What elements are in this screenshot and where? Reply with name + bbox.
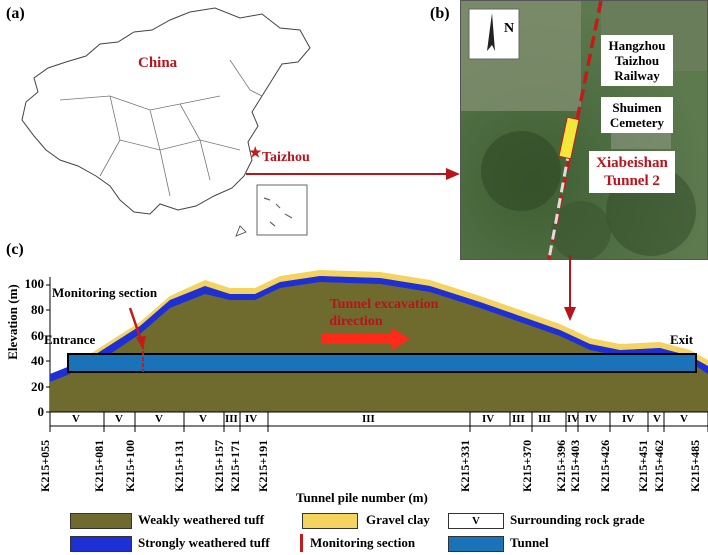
- panel-label-b: (b): [430, 5, 450, 22]
- rock-grade-dividers: [103, 412, 665, 426]
- rock-grade-3: V: [199, 413, 207, 425]
- pile-label-5: K215+171: [228, 439, 242, 492]
- tunnel-body: [67, 353, 697, 373]
- legend-label-tunnel: Tunnel: [510, 535, 549, 550]
- y-tick-60: 60: [31, 328, 44, 343]
- monitoring-section-label: Monitoring section: [52, 285, 158, 300]
- y-ticks: [46, 284, 50, 413]
- rock-grade-6: III: [362, 413, 375, 425]
- legend-swatch-grade: V: [448, 513, 504, 529]
- geological-profile: [46, 270, 708, 432]
- legend-label-grade: Surrounding rock grade: [510, 512, 645, 527]
- cemetery-label: Shuimen Cemetery: [601, 97, 673, 133]
- rock-grade-2: V: [155, 413, 163, 425]
- north-label: N: [504, 21, 515, 36]
- pile-label-12: K215+451: [636, 439, 650, 492]
- pile-label-9: K215+396: [554, 439, 568, 492]
- rock-grade-12: IV: [622, 413, 635, 425]
- china-map-panel: ★ China Taizhou: [0, 0, 330, 250]
- pile-label-8: K215+370: [520, 439, 534, 492]
- china-map-outline: ★: [21, 7, 311, 237]
- pile-label-3: K215+131: [172, 439, 186, 492]
- legend-swatch-gravel: [302, 513, 358, 529]
- taizhou-label: Taizhou: [262, 150, 310, 165]
- railway-label: Hangzhou Taizhou Railway: [601, 35, 673, 86]
- rock-grade-4: III: [225, 413, 238, 425]
- y-tick-0: 0: [37, 404, 45, 419]
- y-tick-80: 80: [31, 302, 44, 317]
- panel-label-a: (a): [6, 5, 25, 22]
- rock-grade-13: V: [653, 413, 661, 425]
- legend-swatch-monitoring: [300, 534, 303, 552]
- rock-grade-10: IV: [567, 413, 580, 425]
- y-tick-100: 100: [24, 276, 45, 291]
- satellite-image: N Hangzhou Taizhou Railway Shuimen Cemet…: [460, 0, 708, 260]
- excavation-direction-arrow: [322, 328, 410, 350]
- legend-label-strongly: Strongly weathered tuff: [138, 535, 270, 550]
- legend-swatch-tunnel: [448, 536, 504, 552]
- legend-label-monitoring: Monitoring section: [310, 535, 416, 550]
- legend-label-gravel: Gravel clay: [366, 512, 430, 527]
- y-tick-40: 40: [31, 353, 44, 368]
- location-connector-arrow: [246, 168, 460, 180]
- china-label: China: [138, 55, 178, 71]
- rock-grade-14: V: [680, 413, 688, 425]
- x-axis-label: Tunnel pile number (m): [296, 490, 428, 505]
- y-tick-20: 20: [31, 379, 44, 394]
- monitoring-pointer-arrow: [128, 307, 143, 341]
- rock-grade-9: III: [538, 413, 551, 425]
- excavation-label-1: Tunnel excavation: [329, 297, 439, 312]
- pile-label-13: K215+462: [652, 439, 666, 492]
- pile-tick-lines: [49, 426, 708, 432]
- rock-grade-7: IV: [482, 413, 495, 425]
- tunnel-location-arrow: [564, 255, 576, 321]
- pile-label-6: K215+191: [256, 439, 270, 492]
- entrance-label: Entrance: [44, 332, 96, 347]
- y-axis-label-container: Elevation (m): [2, 262, 20, 382]
- panel-label-c: (c): [6, 241, 24, 258]
- rock-grade-5: IV: [245, 413, 258, 425]
- pile-label-11: K215+426: [598, 439, 612, 492]
- excavation-label-2: direction: [329, 314, 383, 329]
- rock-grade-11: IV: [585, 413, 598, 425]
- rock-grade-1: V: [115, 413, 123, 425]
- pile-label-10: K215+403: [568, 439, 582, 492]
- pile-label-2: K215+100: [123, 439, 137, 492]
- exit-label: Exit: [670, 332, 694, 347]
- tunnel-name-label: Xiabeishan Tunnel 2: [589, 151, 675, 193]
- rock-grade-strip: [49, 411, 708, 427]
- legend-swatch-strongly: [70, 536, 132, 552]
- pile-label-0: K215+055: [38, 439, 52, 492]
- y-axis-label: Elevation (m): [5, 284, 20, 360]
- rock-grade-0: V: [72, 413, 80, 425]
- taizhou-star-icon: ★: [249, 145, 262, 161]
- pile-label-14: K215+485: [688, 439, 702, 492]
- legend-swatch-weakly: [70, 513, 132, 529]
- legend-label-weakly: Weakly weathered tuff: [138, 512, 265, 527]
- pile-label-4: K215+157: [212, 439, 226, 492]
- pile-label-7: K215+331: [458, 439, 472, 492]
- rock-grade-8: III: [512, 413, 525, 425]
- pile-label-1: K215+081: [92, 439, 106, 492]
